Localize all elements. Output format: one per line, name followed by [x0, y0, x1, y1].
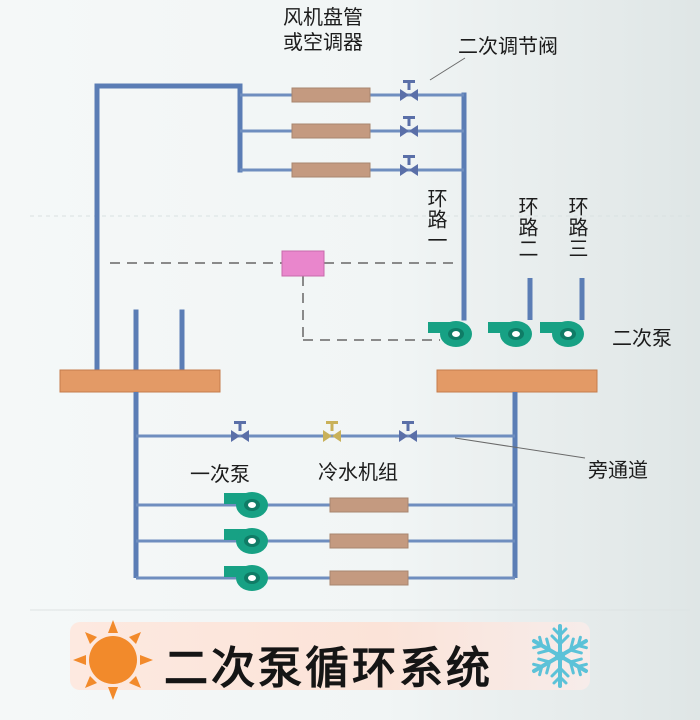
pump-icon [540, 321, 584, 347]
chiller-label: 冷水机组 [318, 460, 398, 484]
pump-icon [428, 321, 472, 347]
controller-box [281, 250, 325, 277]
valve-leader-line [429, 57, 466, 81]
valve-icon [400, 155, 418, 176]
chiller-unit [329, 570, 409, 586]
primary-pump-label: 一次泵 [190, 462, 250, 486]
bypass-valves [231, 421, 417, 442]
diagram-title: 二次泵循环系统 [164, 643, 493, 694]
primary-branches [136, 434, 515, 580]
chiller-unit [329, 533, 409, 549]
valve-icon [400, 116, 418, 137]
fan-coil-label-line2: 或空调器 [283, 30, 363, 54]
title-banner [70, 622, 590, 690]
valve-icon [399, 421, 417, 442]
secondary-pumps [428, 321, 584, 347]
fan-coil-label: 风机盘管 或空调器 [283, 5, 363, 55]
primary-loop-pipes [133, 392, 518, 578]
bypass-leader-line [454, 437, 586, 459]
bypass-label: 旁通道 [588, 458, 648, 482]
fan-coil-unit [291, 162, 371, 178]
fan-coil-unit [291, 123, 371, 139]
control-signal-lines [110, 262, 455, 341]
loop-3-label: 环路三 [565, 196, 589, 259]
fan-coil-label-line1: 风机盘管 [283, 5, 363, 29]
secondary-valve-label: 二次调节阀 [458, 34, 558, 58]
chiller-unit [329, 497, 409, 513]
valve-icon [231, 421, 249, 442]
upper-loop-pipes [94, 83, 467, 373]
chillers [329, 497, 409, 586]
fan-coil-units [291, 87, 371, 178]
secondary-pump-label: 二次泵 [612, 326, 672, 350]
pump-icon [488, 321, 532, 347]
right-header [436, 369, 598, 393]
valve-icon [400, 80, 418, 101]
loop-2-label: 环路二 [515, 196, 539, 259]
left-header [59, 369, 221, 393]
fan-coil-unit [291, 87, 371, 103]
loop-1-label: 环路一 [424, 188, 448, 251]
